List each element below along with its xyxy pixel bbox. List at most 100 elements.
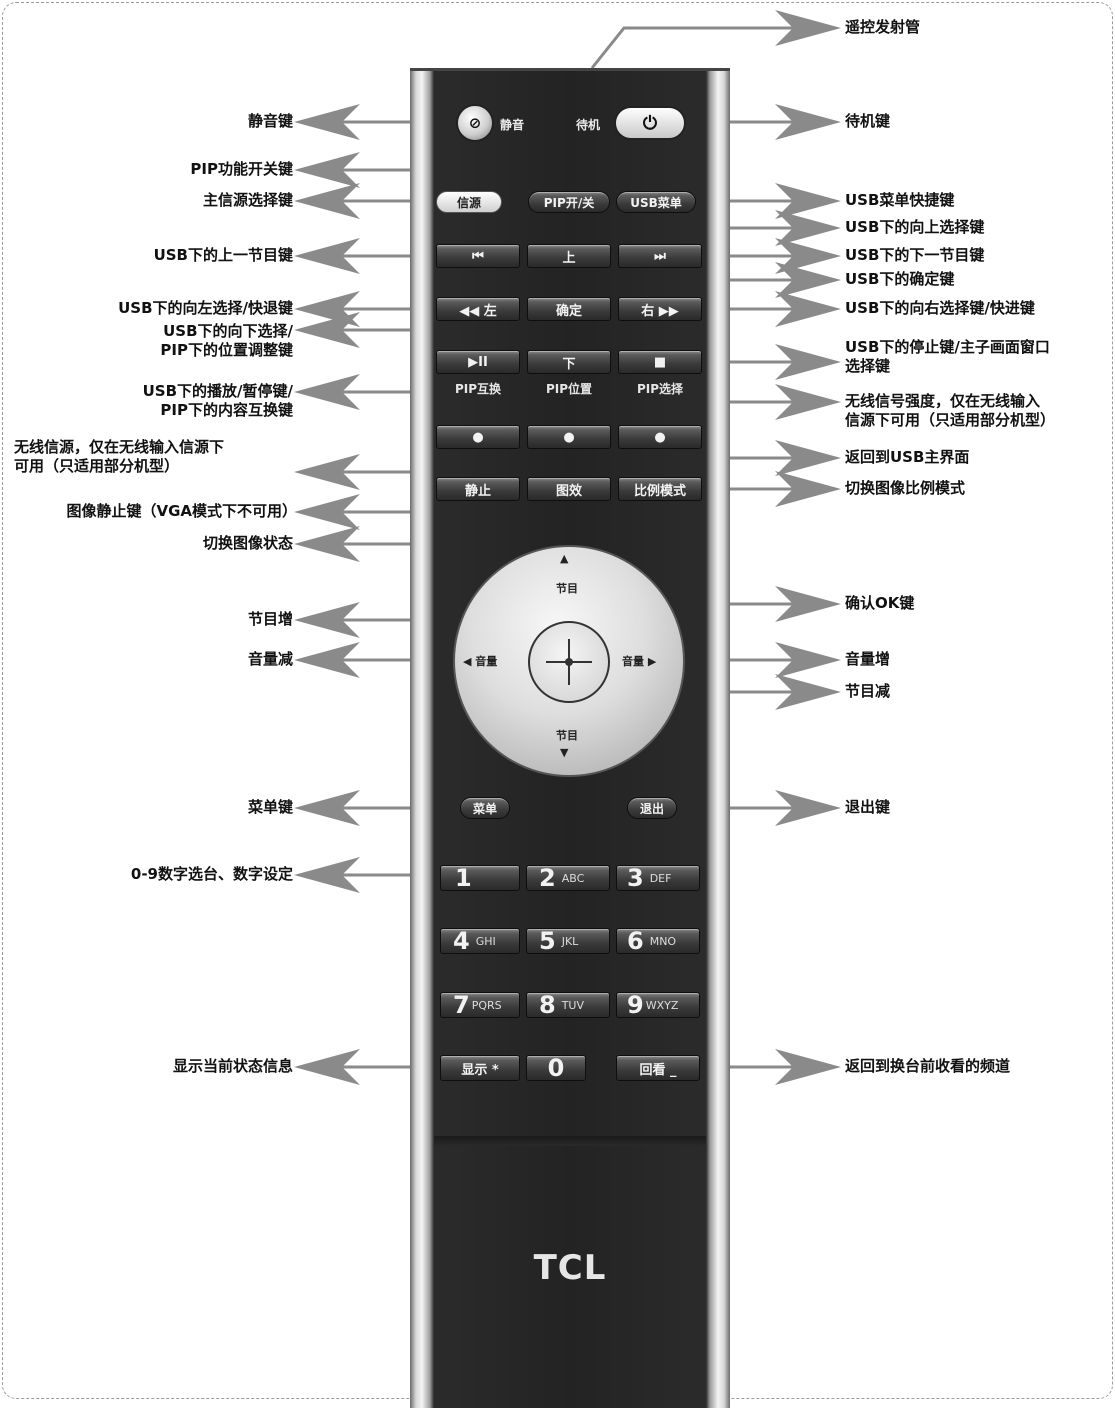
play-pause-icon: ▶II [468,354,488,370]
standby-caption: 待机 [576,118,601,132]
digit-2-button[interactable]: 2 ABC [526,864,610,892]
digit-letters: MNO [649,934,677,948]
label-usb-up: USB下的向上选择键 [845,218,985,236]
label-ok-key: 确认OK键 [845,594,915,612]
digit-label: 6 [627,927,644,955]
remote-divider [434,1136,706,1146]
usb-home-button[interactable]: ● [618,425,702,449]
digit-label: 9 [627,991,644,1019]
pip-toggle-button[interactable]: PIP开/关 [528,191,610,213]
pip-swap-caption: PIP互换 [454,382,502,396]
digit-1-button[interactable]: 1 [440,864,520,892]
label-usb-prev: USB下的上一节目键 [153,246,293,264]
standby-button[interactable]: ⏻ [614,106,686,140]
digit-label: 0 [547,1054,565,1082]
digit-letters: TUV [561,998,584,1012]
digit-label: 1 [455,864,472,892]
channel-down-label[interactable]: 节目 [556,729,578,742]
skip-back-icon: ⏮ [472,248,484,264]
digit-letters: DEF [649,871,672,885]
label-usb-confirm: USB下的确定键 [845,270,955,288]
digit-8-button[interactable]: 8 TUV [526,991,610,1019]
play-pause-button[interactable]: ▶II [436,350,520,374]
exit-button[interactable]: 退出 [627,797,677,819]
volume-down-label[interactable]: ◀ 音量 [463,655,498,668]
menu-button[interactable]: 菜单 [460,797,510,819]
skip-forward-icon: ⏭ [654,248,666,264]
usb-prev-button[interactable]: ⏮ [436,244,520,268]
label-menu-key: 菜单键 [247,798,293,816]
power-icon: ⏻ [642,112,658,134]
digit-label: 2 [539,864,556,892]
label-usb-down: USB下的向下选择/ PIP下的位置调整键 [160,322,293,359]
label-usb-menu: USB菜单快捷键 [845,191,955,209]
label-freeze: 图像静止键（VGA模式下不可用） [66,502,297,520]
label-digit-keys: 0-9数字选台、数字设定 [130,865,293,883]
label-ir-emitter: 遥控发射管 [845,18,921,36]
label-exit-key: 退出键 [845,798,891,816]
digit-6-button[interactable]: 6 MNO [616,927,700,955]
label-return-channel: 返回到换台前收看的频道 [845,1057,1011,1075]
wireless-source-button[interactable]: ● [436,425,520,449]
usb-next-button[interactable]: ⏭ [618,244,702,268]
digit-letters: GHI [475,934,496,948]
brand-logo: TCL [533,1248,607,1288]
up-button[interactable]: 上 [527,244,611,268]
label-mute-key: 静音键 [247,112,293,130]
label-wireless-signal: 无线信号强度，仅在无线输入 信源下可用（只适用部分机型） [845,392,1056,429]
mute-caption: 静音 [500,118,525,132]
channel-up-label[interactable]: 节目 [556,582,578,595]
pip-select-caption: PIP选择 [636,382,684,396]
dot-icon: ● [563,429,575,445]
display-info-button[interactable]: 显示 * [440,1055,520,1081]
label-aspect-mode: 切换图像比例模式 [845,479,966,497]
right-forward-button[interactable]: 右 ▶▶ [618,297,702,321]
digit-label: 3 [627,864,644,892]
dot-icon: ● [472,429,484,445]
digit-label: 8 [539,991,556,1019]
freeze-button[interactable]: 静止 [436,477,520,501]
usb-menu-button[interactable]: USB菜单 [616,191,696,213]
digit-letters: PQRS [471,998,502,1012]
channel-down-arrow-icon: ▼ [560,746,569,759]
label-source-select: 主信源选择键 [202,191,293,209]
volume-up-label[interactable]: 音量 ▶ [622,655,657,668]
label-usb-play: USB下的播放/暂停键/ PIP下的内容互换键 [142,382,293,419]
aspect-mode-button[interactable]: 比例模式 [618,477,702,501]
return-channel-button[interactable]: 回看 _ [616,1055,700,1081]
picture-mode-button[interactable]: 图效 [527,477,611,501]
digit-4-button[interactable]: 4 GHI [440,927,520,955]
confirm-button[interactable]: 确定 [527,297,611,321]
crosshair-icon [546,639,592,685]
label-info-display: 显示当前状态信息 [172,1057,293,1075]
wireless-signal-button[interactable]: ● [527,425,611,449]
dot-icon: ● [654,429,666,445]
digit-letters: ABC [561,871,585,885]
down-button[interactable]: 下 [527,350,611,374]
label-picture-mode: 切换图像状态 [202,534,293,552]
digit-label: 4 [453,927,470,955]
label-channel-up: 节目增 [247,610,293,628]
label-standby-key: 待机键 [845,112,891,130]
digit-letters: WXYZ [645,998,679,1012]
digit-3-button[interactable]: 3 DEF [616,864,700,892]
mute-button[interactable]: ⊘ [456,104,494,142]
ok-button[interactable] [528,621,610,703]
channel-up-arrow-icon: ▲ [560,552,569,565]
label-wireless-source: 无线信源，仅在无线输入信源下 可用（只适用部分机型） [14,438,225,475]
left-rewind-button[interactable]: ◀◀ 左 [436,297,520,321]
label-channel-down: 节目减 [845,682,891,700]
label-volume-down: 音量减 [247,650,293,668]
stop-button[interactable]: ■ [618,350,702,374]
digit-label: 5 [539,927,556,955]
digit-0-button[interactable]: 0 [526,1054,586,1082]
label-usb-right: USB下的向右选择键/快进键 [845,299,1035,317]
source-button[interactable]: 信源 [436,191,502,213]
label-pip-switch: PIP功能开关键 [190,160,293,178]
speaker-mute-icon: ⊘ [468,114,482,132]
stop-icon: ■ [653,354,667,370]
label-usb-left: USB下的向左选择/快退键 [118,299,293,317]
